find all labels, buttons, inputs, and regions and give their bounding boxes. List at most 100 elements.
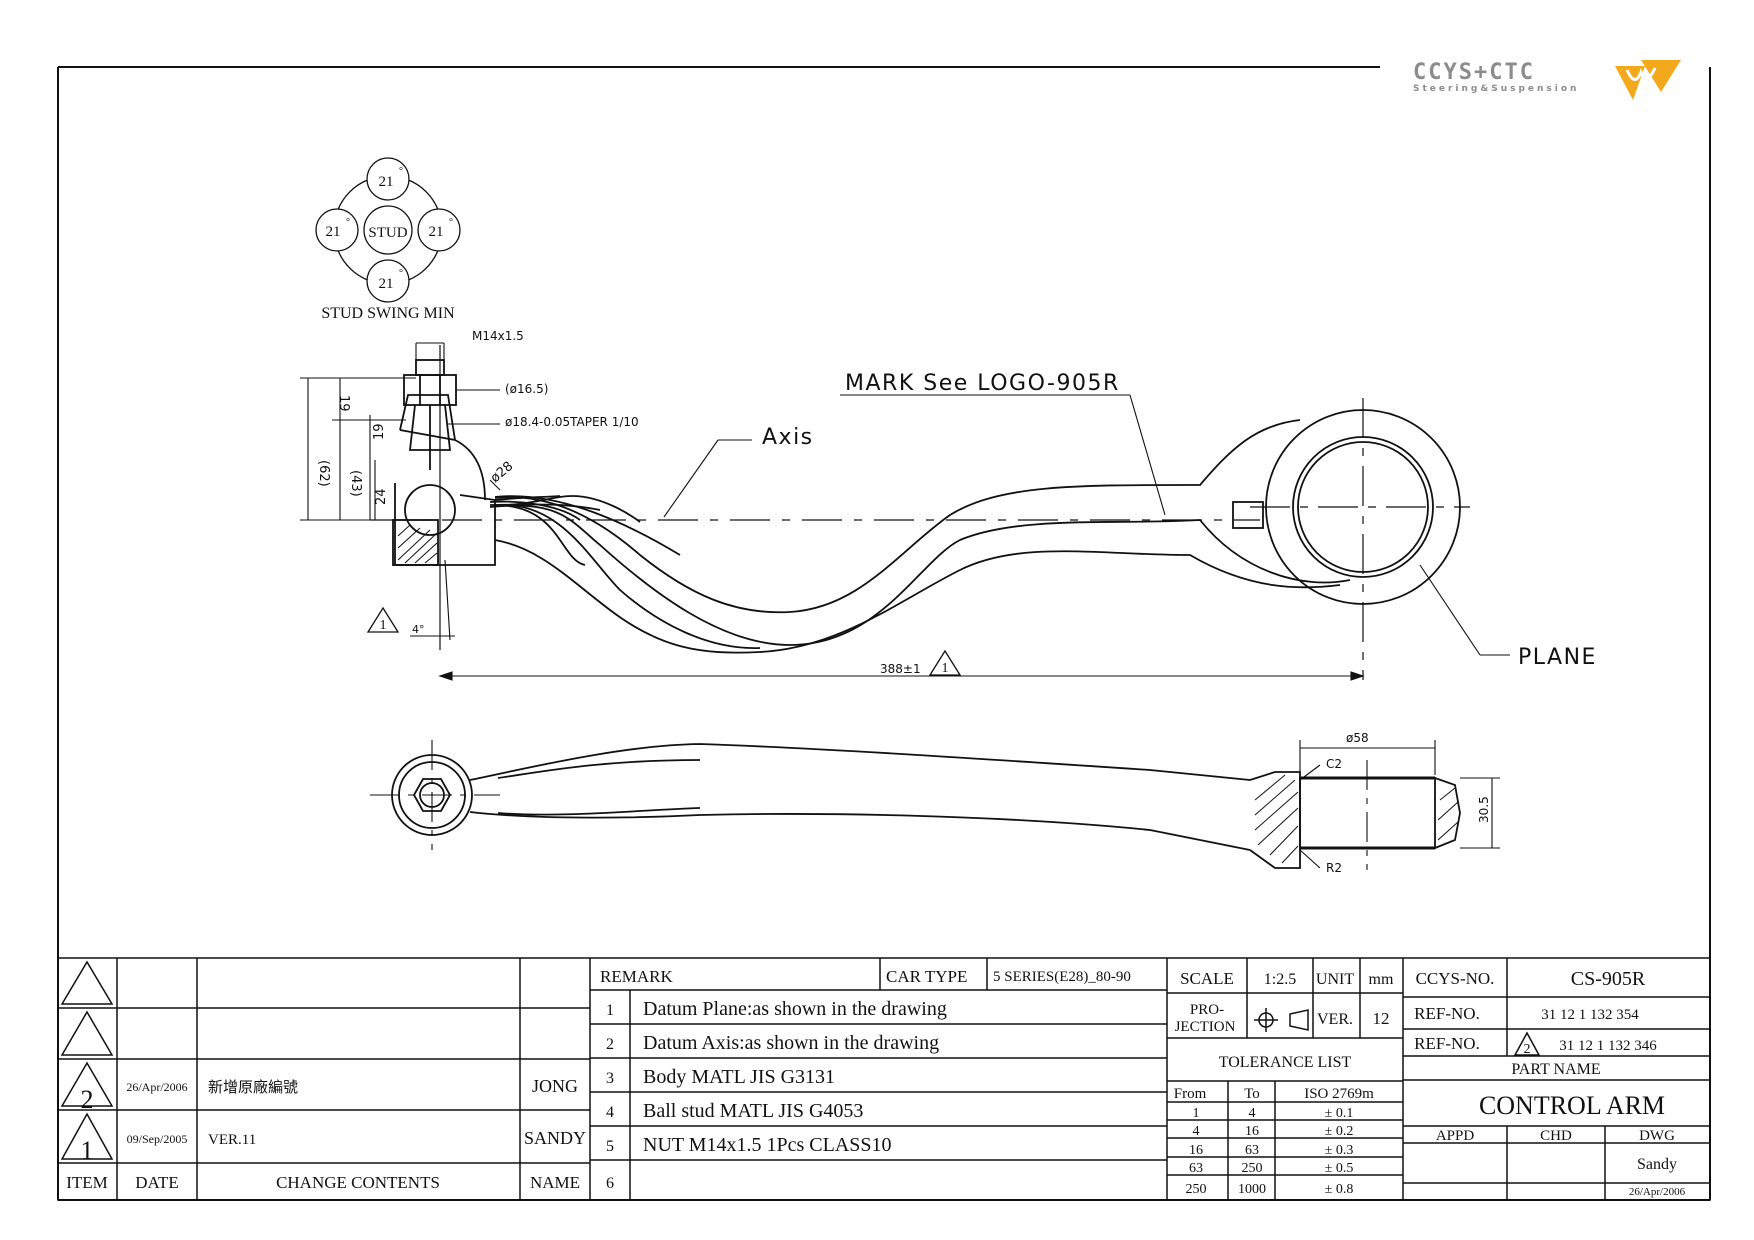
ref-number-1: 31 12 1 132 354 bbox=[1541, 1007, 1639, 1023]
remark-no: 3 bbox=[606, 1070, 614, 1087]
tol-from: 63 bbox=[1189, 1161, 1203, 1176]
tol-value: ± 0.3 bbox=[1325, 1143, 1354, 1158]
car-type: 5 SERIES(E28)_80-90 bbox=[993, 969, 1131, 985]
rev-name: SANDY bbox=[524, 1128, 586, 1148]
control-arm-side-view bbox=[489, 495, 1351, 649]
dim-43: (43) bbox=[348, 470, 363, 497]
axis-label: Axis bbox=[762, 425, 814, 450]
drawn-date: 26/Apr/2006 bbox=[1629, 1186, 1686, 1198]
drawer-name: Sandy bbox=[1637, 1156, 1677, 1173]
tol-from-header: From bbox=[1174, 1086, 1207, 1102]
triangle-number: 1 bbox=[942, 661, 949, 676]
company-logo: CCYS+CTC Steering&Suspension bbox=[1405, 56, 1690, 106]
dim-angle: 4° bbox=[412, 623, 425, 636]
ref-label: REF-NO. bbox=[1414, 1004, 1480, 1023]
dim-19: 19 bbox=[372, 423, 387, 440]
tol-to: 16 bbox=[1245, 1124, 1259, 1139]
rev-header-item: ITEM bbox=[66, 1173, 108, 1192]
rev-item: 2 bbox=[81, 1085, 94, 1114]
dim-bore: ø58 bbox=[1346, 731, 1369, 745]
tol-value: ± 0.1 bbox=[1325, 1106, 1354, 1121]
degree-mark: ° bbox=[449, 217, 453, 228]
remark-text: Datum Axis:as shown in the drawing bbox=[643, 1032, 939, 1054]
dim-height: 30.5 bbox=[1477, 796, 1491, 823]
remark-text: Body MATL JIS G3131 bbox=[643, 1066, 835, 1088]
dim-24: 24 bbox=[374, 488, 389, 505]
tol-from: 1 bbox=[1193, 1106, 1200, 1121]
part-name: CONTROL ARM bbox=[1479, 1091, 1665, 1120]
remark-no: 1 bbox=[606, 1002, 614, 1019]
swing-angle-right: 21 bbox=[429, 224, 444, 240]
dim-taper: ø18.4-0.05TAPER 1/10 bbox=[505, 415, 639, 429]
dim-c2: C2 bbox=[1326, 757, 1342, 771]
ccys-label: CCYS-NO. bbox=[1416, 969, 1495, 988]
ref-label: REF-NO. bbox=[1414, 1034, 1480, 1053]
projection-label: JECTION bbox=[1175, 1019, 1236, 1035]
car-type-label: CAR TYPE bbox=[886, 967, 967, 986]
appd-label: APPD bbox=[1436, 1128, 1475, 1144]
remark-text: NUT M14x1.5 1Pcs CLASS10 bbox=[643, 1134, 892, 1156]
tol-to-header: To bbox=[1244, 1086, 1260, 1102]
rev-date: 09/Sep/2005 bbox=[127, 1132, 188, 1146]
scale-value: 1:2.5 bbox=[1264, 971, 1296, 988]
tol-to: 1000 bbox=[1238, 1182, 1266, 1197]
projection-label: PRO- bbox=[1190, 1002, 1224, 1018]
tol-from: 250 bbox=[1186, 1182, 1207, 1197]
tolerance-title: TOLERANCE LIST bbox=[1219, 1054, 1352, 1071]
degree-mark: ° bbox=[399, 166, 403, 177]
swing-angle-top: 21 bbox=[379, 174, 394, 190]
dim-19-top: 19 bbox=[336, 395, 351, 412]
dim-length: 388±1 bbox=[880, 662, 921, 676]
ver-label: VER. bbox=[1317, 1011, 1353, 1028]
tol-value: ± 0.2 bbox=[1325, 1124, 1354, 1139]
tol-value: ± 0.5 bbox=[1325, 1161, 1354, 1176]
degree-mark: ° bbox=[346, 217, 350, 228]
logo-text: CCYS+CTC bbox=[1413, 60, 1535, 85]
tol-from: 16 bbox=[1189, 1143, 1203, 1158]
rev-name: JONG bbox=[532, 1076, 578, 1096]
rev-item: 1 bbox=[81, 1136, 94, 1165]
remark-no: 2 bbox=[606, 1036, 614, 1053]
ccys-number: CS-905R bbox=[1571, 968, 1646, 990]
remark-no: 4 bbox=[606, 1104, 614, 1121]
rev-header-contents: CHANGE CONTENTS bbox=[276, 1173, 440, 1192]
rev-contents: VER.11 bbox=[208, 1132, 256, 1148]
ref-number-2: 31 12 1 132 346 bbox=[1559, 1038, 1657, 1054]
rev-date: 26/Apr/2006 bbox=[126, 1080, 187, 1094]
rev-contents: 新增原廠編號 bbox=[208, 1078, 298, 1096]
housing-hatch bbox=[397, 524, 438, 564]
ver-value: 12 bbox=[1373, 1009, 1390, 1028]
revision-triangle-icon bbox=[366, 606, 962, 676]
remark-no: 6 bbox=[606, 1175, 614, 1192]
part-name-label: PART NAME bbox=[1511, 1061, 1600, 1078]
swing-angle-bottom: 21 bbox=[379, 276, 394, 292]
tol-from: 4 bbox=[1193, 1124, 1200, 1139]
remark-text: Ball stud MATL JIS G4053 bbox=[643, 1100, 863, 1122]
dwg-label: DWG bbox=[1639, 1128, 1675, 1144]
stud-swing-caption: STUD SWING MIN bbox=[321, 305, 455, 322]
remark-label: REMARK bbox=[600, 967, 673, 986]
unit-label: UNIT bbox=[1316, 971, 1354, 988]
tol-to: 4 bbox=[1249, 1106, 1256, 1121]
tol-to: 250 bbox=[1242, 1161, 1263, 1176]
eye-hatch bbox=[1254, 774, 1459, 864]
dimension-lines bbox=[300, 342, 1510, 681]
logo-mark-icon bbox=[1615, 60, 1681, 100]
tol-to: 63 bbox=[1245, 1143, 1259, 1158]
unit-value: mm bbox=[1369, 971, 1394, 988]
dim-r2: R2 bbox=[1326, 861, 1342, 875]
remark-text: Datum Plane:as shown in the drawing bbox=[643, 998, 947, 1020]
tol-iso-header: ISO 2769m bbox=[1304, 1086, 1374, 1102]
stud-label: STUD bbox=[368, 225, 407, 241]
tol-value: ± 0.8 bbox=[1325, 1182, 1354, 1197]
mark-note: MARK See LOGO-905R bbox=[845, 371, 1120, 396]
rev-header-name: NAME bbox=[530, 1173, 580, 1192]
title-block bbox=[57, 957, 1711, 1201]
triangle-number: 1 bbox=[380, 618, 387, 633]
stud-swing-diagram bbox=[315, 157, 461, 303]
rev-header-date: DATE bbox=[135, 1173, 178, 1192]
remark-no: 5 bbox=[606, 1138, 614, 1155]
dim-thread: M14x1.5 bbox=[472, 329, 524, 343]
dim-dia-165: (ø16.5) bbox=[505, 382, 548, 396]
